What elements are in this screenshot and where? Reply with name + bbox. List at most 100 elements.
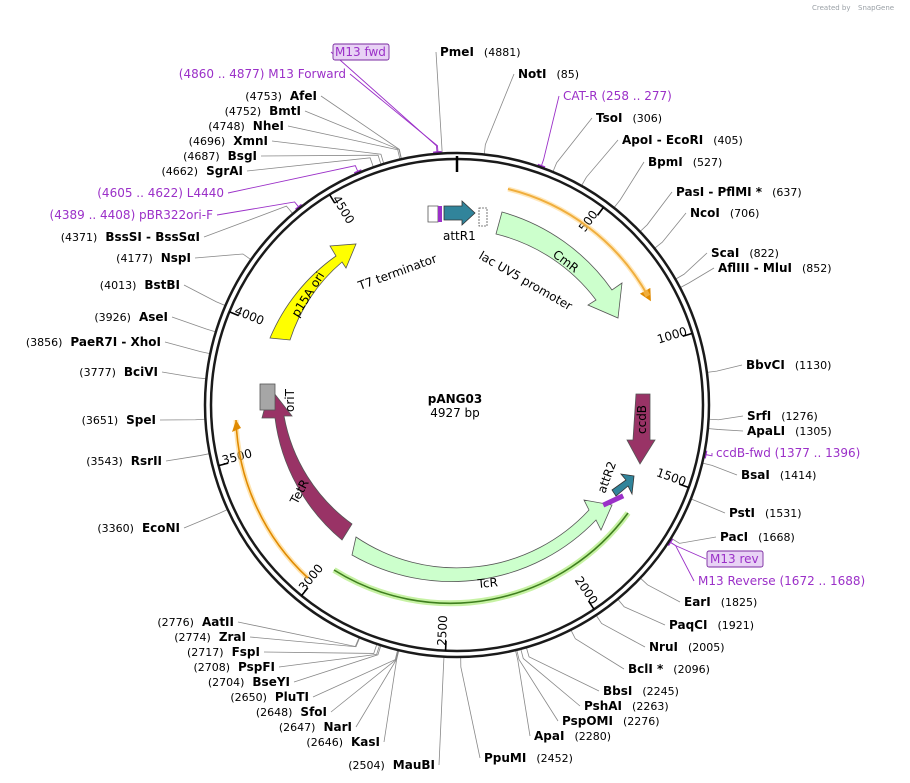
callout-line bbox=[312, 650, 398, 698]
site-label-left: (3651) SpeI bbox=[82, 413, 156, 427]
callout-line bbox=[515, 651, 531, 737]
site-position: (4687) bbox=[183, 150, 220, 163]
tetr-arc bbox=[235, 419, 309, 579]
callout-line bbox=[460, 657, 481, 759]
site-name: ApoI - EcoRI bbox=[622, 133, 703, 147]
callout-line bbox=[171, 316, 215, 333]
callout-line bbox=[552, 117, 593, 172]
tick-label: 2500 bbox=[435, 615, 450, 646]
callout-line bbox=[654, 212, 687, 249]
site-name: TsoI bbox=[596, 111, 622, 125]
site-position: (2005) bbox=[688, 641, 725, 654]
callout-line bbox=[271, 140, 384, 164]
site-name: PshAI bbox=[584, 699, 622, 713]
site-label-right: NotI(85) bbox=[518, 67, 579, 81]
site-name: RsrII bbox=[131, 454, 162, 468]
callout-line bbox=[614, 161, 645, 208]
site-label-right: ScaI(822) bbox=[711, 246, 779, 260]
site-position: (2708) bbox=[193, 661, 230, 674]
site-label-right: ApaI(2280) bbox=[534, 729, 611, 743]
site-name: PluTI bbox=[275, 690, 309, 704]
site-name: AseI bbox=[139, 310, 168, 324]
plasmid-title: pANG03 bbox=[428, 392, 482, 406]
ccdb-feature bbox=[626, 393, 656, 465]
site-name: NotI bbox=[518, 67, 547, 81]
site-position: (3651) bbox=[82, 414, 119, 427]
site-label-right: BpmI(527) bbox=[648, 155, 722, 169]
callout-line bbox=[330, 650, 399, 713]
tick-mark bbox=[682, 332, 693, 338]
site-label-left: (3856)PaeR7I - XhoI bbox=[26, 335, 161, 349]
site-position: (1276) bbox=[781, 410, 818, 423]
site-name: PstI bbox=[729, 506, 755, 520]
site-label-left: (4696)XmnI bbox=[189, 134, 268, 148]
t7-terminator-label: T7 terminator bbox=[355, 251, 438, 293]
site-label-left: (2717)FspI bbox=[187, 645, 260, 659]
site-name: FspI bbox=[232, 645, 260, 659]
tick-label: 4500 bbox=[329, 193, 357, 226]
callout-line bbox=[320, 95, 402, 159]
site-position: (4013) bbox=[100, 279, 137, 292]
site-name: AflIII - MluI bbox=[718, 261, 792, 275]
callout-line bbox=[260, 154, 382, 164]
site-position: (1825) bbox=[721, 596, 758, 609]
site-name: EarI bbox=[684, 595, 711, 609]
site-position: (2096) bbox=[673, 663, 710, 676]
site-label-right: EarI (1825) bbox=[684, 595, 757, 609]
site-name: NheI bbox=[253, 119, 284, 133]
site-label-right: PmeI(4881) bbox=[440, 45, 520, 59]
site-label-right: ApoI - EcoRI(405) bbox=[622, 133, 743, 147]
site-name: BbvCI bbox=[746, 358, 785, 372]
site-label-left: (4371)BssSI - BssSαI bbox=[61, 230, 200, 244]
site-name: MauBI bbox=[393, 758, 435, 772]
callout-line bbox=[483, 73, 515, 154]
tick-label: 3000 bbox=[296, 561, 326, 594]
ccdb-label: ccdB bbox=[635, 405, 649, 434]
site-name: SfoI bbox=[300, 705, 327, 719]
site-position: (1130) bbox=[795, 359, 832, 372]
primer-label: M13 Reverse (1672 .. 1688) bbox=[698, 574, 865, 588]
site-position: (2263) bbox=[632, 700, 669, 713]
attr1-label: attR1 bbox=[443, 229, 476, 243]
tick-mark bbox=[679, 483, 690, 489]
site-position: (4748) bbox=[208, 120, 245, 133]
callout-line bbox=[246, 157, 374, 172]
site-position: (527) bbox=[693, 156, 723, 169]
site-name: PspFI bbox=[238, 660, 275, 674]
callout-line bbox=[278, 645, 380, 668]
credit-brand: SnapGene bbox=[858, 4, 894, 12]
site-label-left: (4748) NheI bbox=[208, 119, 284, 133]
credit-text: Created by bbox=[812, 4, 851, 12]
site-name: PspOMI bbox=[562, 714, 613, 728]
callout-line bbox=[164, 341, 210, 354]
site-name: BsaI bbox=[741, 468, 770, 482]
site-label-left: (4752)BmtI bbox=[225, 104, 301, 118]
site-name: SrfI bbox=[747, 409, 771, 423]
primer-line bbox=[668, 540, 707, 560]
callout-line bbox=[203, 205, 293, 238]
site-name: BseYI bbox=[252, 675, 290, 689]
callout-line bbox=[438, 657, 445, 766]
callout-line bbox=[516, 650, 559, 722]
callout-line bbox=[159, 418, 205, 421]
site-label-left: (2648)SfoI bbox=[256, 705, 327, 719]
site-name: SpeI bbox=[126, 413, 156, 427]
site-position: (822) bbox=[749, 247, 779, 260]
site-name: ZraI bbox=[219, 630, 246, 644]
tick-mark bbox=[587, 600, 595, 610]
primer-line bbox=[227, 165, 359, 194]
callout-line bbox=[526, 648, 600, 692]
site-name: AfeI bbox=[290, 89, 317, 103]
site-label-right: PspOMI(2276) bbox=[562, 714, 660, 728]
site-position: (2776) bbox=[157, 616, 194, 629]
site-position: (4881) bbox=[484, 46, 521, 59]
site-label-right: AflIII - MluI(852) bbox=[718, 261, 832, 275]
site-label-right: BsaI(1414) bbox=[741, 468, 816, 482]
site-name: NspI bbox=[161, 251, 191, 265]
primer-label: (4605 .. 4622) L4440 bbox=[97, 186, 224, 200]
attr2-site-mark bbox=[602, 493, 625, 508]
attr1-site-mark bbox=[438, 206, 442, 222]
site-name: KasI bbox=[351, 735, 380, 749]
primer-box bbox=[706, 550, 764, 568]
site-label-right: SrfI (1276) bbox=[747, 409, 818, 423]
